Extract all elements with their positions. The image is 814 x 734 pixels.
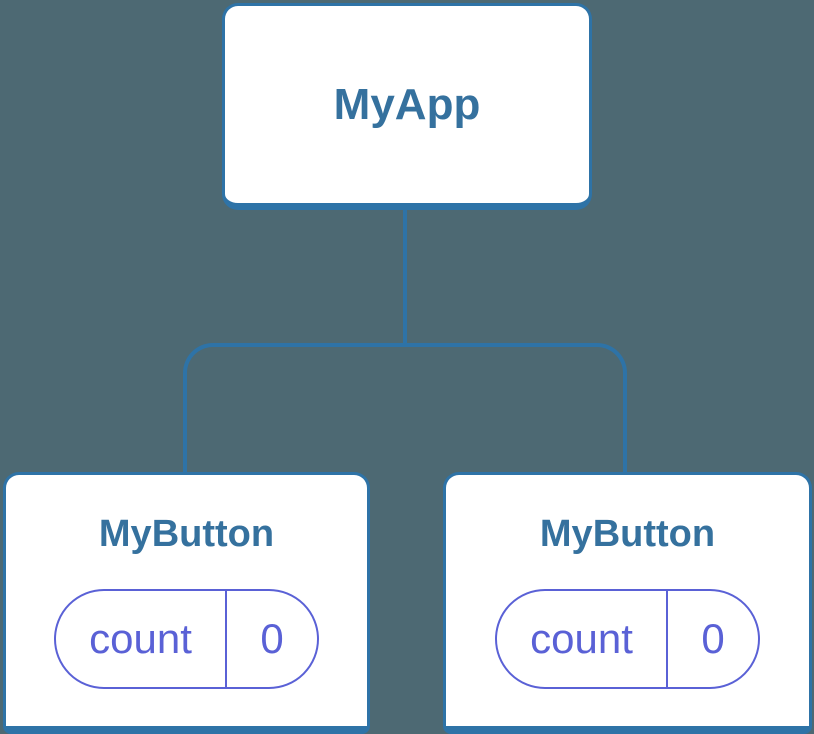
connector-stem: [403, 207, 407, 345]
node-label: MyButton: [98, 513, 275, 555]
state-value: 0: [260, 615, 284, 662]
state-pill: count 0: [54, 589, 319, 689]
state-pill: count 0: [495, 589, 760, 689]
node-myapp: MyApp: [222, 3, 592, 210]
node-mybutton-right: MyButton count 0: [443, 472, 812, 734]
state-key: count: [497, 591, 668, 687]
connector-branch: [183, 343, 627, 473]
node-label: MyButton: [539, 513, 716, 555]
node-label: MyApp: [333, 79, 481, 129]
state-value: 0: [701, 615, 725, 662]
state-key: count: [56, 591, 227, 687]
node-mybutton-left: MyButton count 0: [3, 472, 370, 734]
